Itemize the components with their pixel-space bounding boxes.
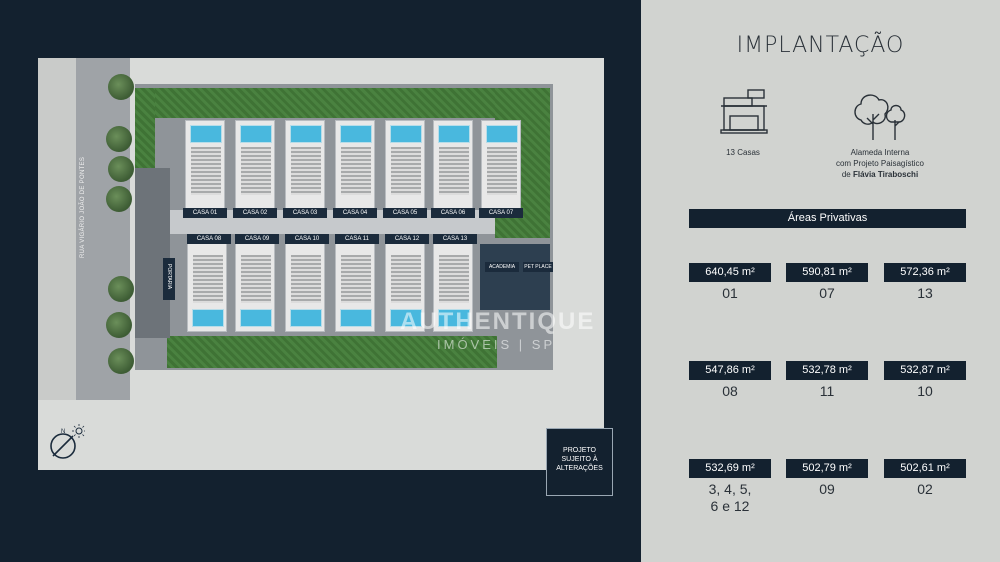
garden-bottom <box>167 336 497 368</box>
watermark-subtitle: IMÓVEIS | SP <box>437 337 556 352</box>
area-house: 3, 4, 5, <box>708 481 752 497</box>
note-line: SUJEITO À <box>561 456 598 463</box>
feature-line: de Flávia Tiraboschi <box>813 169 947 180</box>
area-house: 11 <box>819 383 835 399</box>
tree-icon <box>106 312 132 338</box>
entrance-road <box>135 168 170 338</box>
trees-icon <box>854 94 906 140</box>
house-label: CASA 13 <box>433 234 477 244</box>
tree-icon <box>106 186 132 212</box>
garden-left <box>135 88 155 168</box>
house-13 <box>433 240 473 332</box>
note-line: ALTERAÇÕES <box>556 465 603 472</box>
feature-line: com Projeto Paisagístico <box>835 159 925 168</box>
house-05 <box>385 120 425 212</box>
condominium-lot: CASA 01 CASA 02 CASA 03 CASA 04 CASA 05 … <box>135 84 553 370</box>
house-label: CASA 05 <box>383 208 427 218</box>
house-08 <box>187 240 227 332</box>
houses-count: 13 Casas <box>726 148 760 157</box>
area-house: 01 <box>722 285 738 301</box>
area-value: 532,78 m² <box>786 361 868 380</box>
area-value: 547,86 m² <box>689 361 771 380</box>
pet-place-label: PET PLACE <box>523 262 553 272</box>
designer-name: Flávia Tiraboschi <box>852 170 919 179</box>
info-panel: IMPLANTAÇÃO 13 Casas Alameda Interna com… <box>641 0 1000 562</box>
house-label: CASA 06 <box>431 208 475 218</box>
area-value: 502,61 m² <box>884 459 966 478</box>
house-label: CASA 11 <box>335 234 379 244</box>
house-06 <box>433 120 473 212</box>
house-12 <box>385 240 425 332</box>
house-02 <box>235 120 275 212</box>
house-03 <box>285 120 325 212</box>
area-house: 10 <box>917 383 933 399</box>
house-label: CASA 09 <box>235 234 279 244</box>
house-icon <box>720 89 768 134</box>
tree-icon <box>108 276 134 302</box>
house-01 <box>185 120 225 212</box>
tree-icon <box>108 156 134 182</box>
street <box>76 58 130 400</box>
house-label: CASA 07 <box>479 208 523 218</box>
landscaping-text: Alameda Interna com Projeto Paisagístico… <box>813 147 947 180</box>
garden-top <box>155 88 495 118</box>
area-house: 13 <box>917 285 933 301</box>
feature-line: Alameda Interna <box>850 148 910 157</box>
page-title: IMPLANTAÇÃO <box>736 33 905 58</box>
gatehouse <box>163 258 175 300</box>
house-label: CASA 03 <box>283 208 327 218</box>
areas-title: Áreas Privativas <box>689 209 966 228</box>
house-10 <box>285 240 325 332</box>
house-label: CASA 08 <box>187 234 231 244</box>
svg-text:N: N <box>61 429 65 435</box>
area-house-cont: 6 e 12 <box>710 498 750 514</box>
tree-icon <box>108 348 134 374</box>
area-house: 02 <box>917 481 933 497</box>
gym-label: ACADEMIA <box>485 262 519 272</box>
house-04 <box>335 120 375 212</box>
area-value: 532,87 m² <box>884 361 966 380</box>
area-house: 08 <box>722 383 738 399</box>
tree-icon <box>106 126 132 152</box>
house-07 <box>481 120 521 212</box>
house-09 <box>235 240 275 332</box>
house-label: CASA 12 <box>385 234 429 244</box>
area-value: 532,69 m² <box>689 459 771 478</box>
watermark: AUTHENTIQUE <box>400 308 596 335</box>
compass-icon: N <box>50 424 85 459</box>
feature-prefix: de <box>841 170 851 179</box>
note-line: PROJETO <box>563 447 596 454</box>
house-label: CASA 02 <box>233 208 277 218</box>
site-plan: RUA VIGÁRIO JOÃO DE PONTES CASA 01 CASA … <box>38 58 604 470</box>
sidewalk <box>38 58 76 400</box>
area-house: 09 <box>819 481 835 497</box>
area-value: 590,81 m² <box>786 263 868 282</box>
leisure-area <box>480 244 550 310</box>
gatehouse-label: PORTARIA <box>166 264 172 290</box>
area-value: 572,36 m² <box>884 263 966 282</box>
street-name: RUA VIGÁRIO JOÃO DE PONTES <box>80 156 86 258</box>
house-label: CASA 10 <box>285 234 329 244</box>
tree-icon <box>108 74 134 100</box>
house-label: CASA 04 <box>333 208 377 218</box>
area-house: 07 <box>819 285 835 301</box>
area-value: 502,79 m² <box>786 459 868 478</box>
house-label: CASA 01 <box>183 208 227 218</box>
area-value: 640,45 m² <box>689 263 771 282</box>
project-disclaimer: PROJETO SUJEITO À ALTERAÇÕES <box>546 428 613 496</box>
house-11 <box>335 240 375 332</box>
